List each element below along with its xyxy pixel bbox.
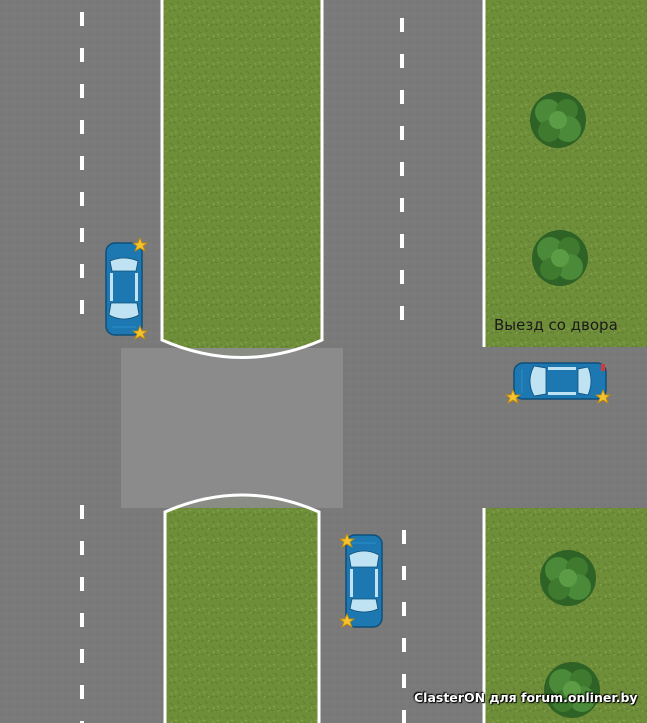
median-top (162, 0, 322, 358)
median-bottom (165, 495, 319, 723)
tail-light (601, 364, 605, 371)
intersection-area (121, 348, 343, 508)
curb-lines (160, 0, 486, 723)
tree-icon (540, 550, 596, 606)
car-icon (513, 362, 607, 400)
tree-icon (532, 230, 588, 286)
car-icon (105, 242, 143, 336)
car-yard-exit (513, 362, 607, 400)
yard-top-lawn (484, 0, 647, 347)
lane-markings (80, 12, 406, 723)
tree-icon (530, 92, 586, 148)
car-icon (345, 534, 383, 628)
car-right-road (345, 534, 383, 628)
watermark: ClasterON для forum.onliner.by (414, 690, 638, 705)
yard-exit-label: Выезд со двора (494, 316, 618, 334)
car-left-road (105, 242, 143, 336)
